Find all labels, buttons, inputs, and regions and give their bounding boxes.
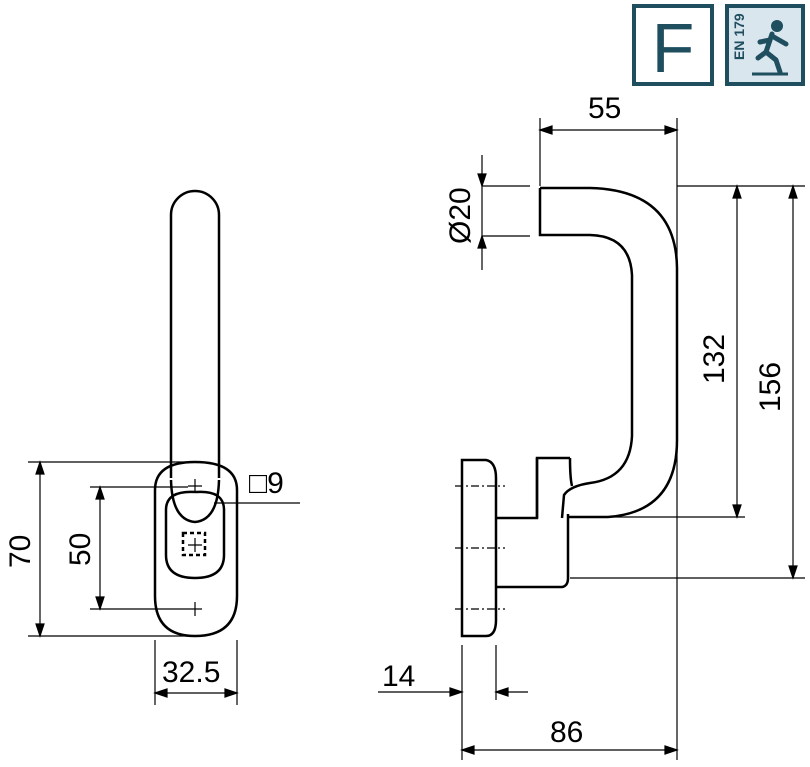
fire-rating-badge: F <box>632 4 714 87</box>
dim-square-9: □9 <box>249 467 284 500</box>
dim-32-5: 32.5 <box>162 656 220 689</box>
en179-badge: EN 179 <box>725 4 805 86</box>
dim-50: 50 <box>64 533 97 566</box>
side-view-dims <box>378 118 805 760</box>
side-view <box>460 186 679 638</box>
spindle-square <box>181 531 207 557</box>
dim-70: 70 <box>4 535 37 568</box>
emergency-exit-runner-icon <box>752 20 789 76</box>
handle-inner <box>538 188 634 519</box>
dim-55: 55 <box>588 92 621 125</box>
base-block <box>496 456 574 589</box>
en-label: EN 179 <box>731 13 747 60</box>
dim-86: 86 <box>550 716 583 749</box>
rose-recess <box>164 490 226 580</box>
lever-shaft <box>169 189 221 478</box>
front-view-dims <box>28 460 300 705</box>
dim-14: 14 <box>382 660 415 693</box>
dim-156: 156 <box>754 362 787 412</box>
front-view <box>153 189 239 638</box>
lever-neck <box>169 479 221 524</box>
rose-plate <box>460 458 498 638</box>
dim-132: 132 <box>698 334 731 384</box>
rose-outline <box>153 460 239 638</box>
dim-diameter-20: Ø20 <box>444 187 477 244</box>
fire-letter: F <box>652 9 695 87</box>
